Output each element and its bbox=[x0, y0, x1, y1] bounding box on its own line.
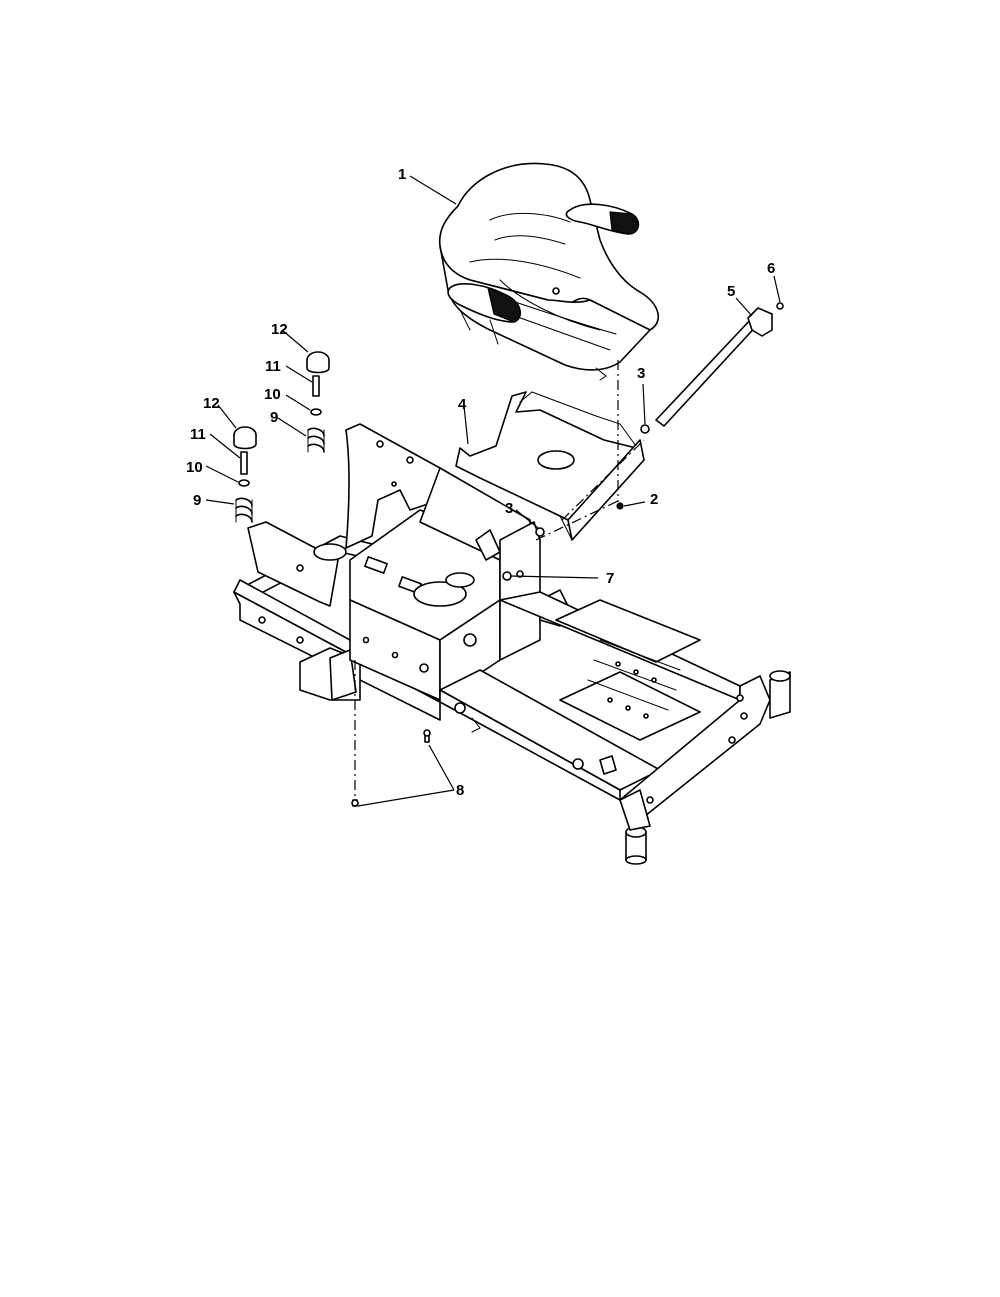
spring-assembly-right bbox=[306, 351, 330, 453]
callout-12-left: 12 bbox=[203, 395, 220, 412]
callout-8: 8 bbox=[456, 782, 464, 799]
callout-3-upper: 3 bbox=[637, 365, 645, 382]
callout-9-right: 9 bbox=[270, 409, 278, 426]
callout-2: 2 bbox=[650, 491, 658, 508]
callout-5: 5 bbox=[727, 283, 735, 300]
seat-part bbox=[438, 162, 660, 381]
callout-12-right: 12 bbox=[271, 321, 288, 338]
spring-assembly-left bbox=[233, 426, 257, 523]
callout-11-left: 11 bbox=[190, 426, 206, 443]
callout-labels: 1 2 3 3 4 5 6 7 8 9 9 10 10 11 11 12 12 bbox=[186, 166, 775, 799]
callout-11-right: 11 bbox=[265, 358, 281, 375]
frame-part bbox=[233, 423, 791, 865]
callout-9-left: 9 bbox=[193, 492, 201, 509]
callout-3-lower: 3 bbox=[505, 500, 513, 517]
seat-pan-part bbox=[455, 391, 645, 541]
adjustment-rod-part bbox=[655, 302, 784, 427]
callout-6: 6 bbox=[767, 260, 775, 277]
callout-4: 4 bbox=[458, 396, 467, 413]
callout-10-left: 10 bbox=[186, 459, 203, 476]
callout-7: 7 bbox=[606, 570, 614, 587]
callout-1: 1 bbox=[398, 166, 406, 183]
callout-10-right: 10 bbox=[264, 386, 281, 403]
centerlines bbox=[354, 360, 645, 800]
leader-lines bbox=[205, 175, 781, 807]
